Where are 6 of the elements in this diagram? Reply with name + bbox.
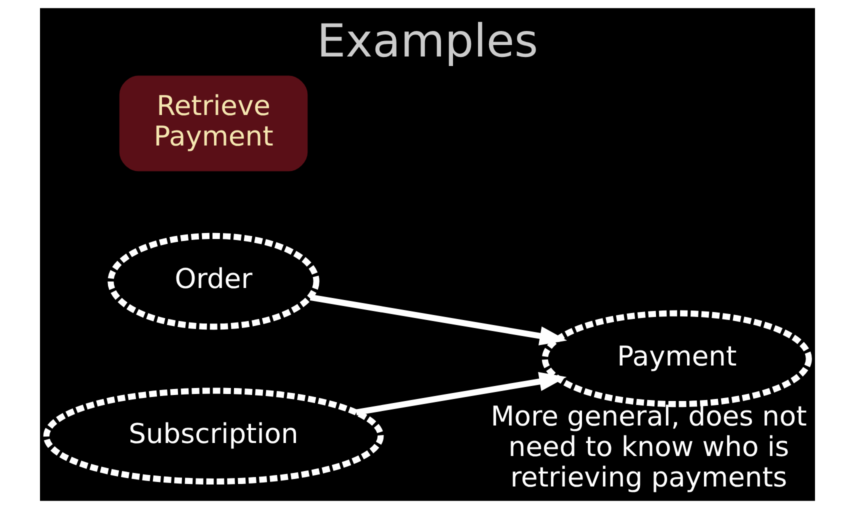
arrow <box>355 372 566 416</box>
diagram-title: Examples <box>316 14 538 68</box>
node-box: Retrieve Payment <box>118 76 308 172</box>
node-ellipse: Subscription <box>42 388 384 485</box>
arrow <box>309 294 567 346</box>
node-ellipse: Order <box>107 232 319 330</box>
